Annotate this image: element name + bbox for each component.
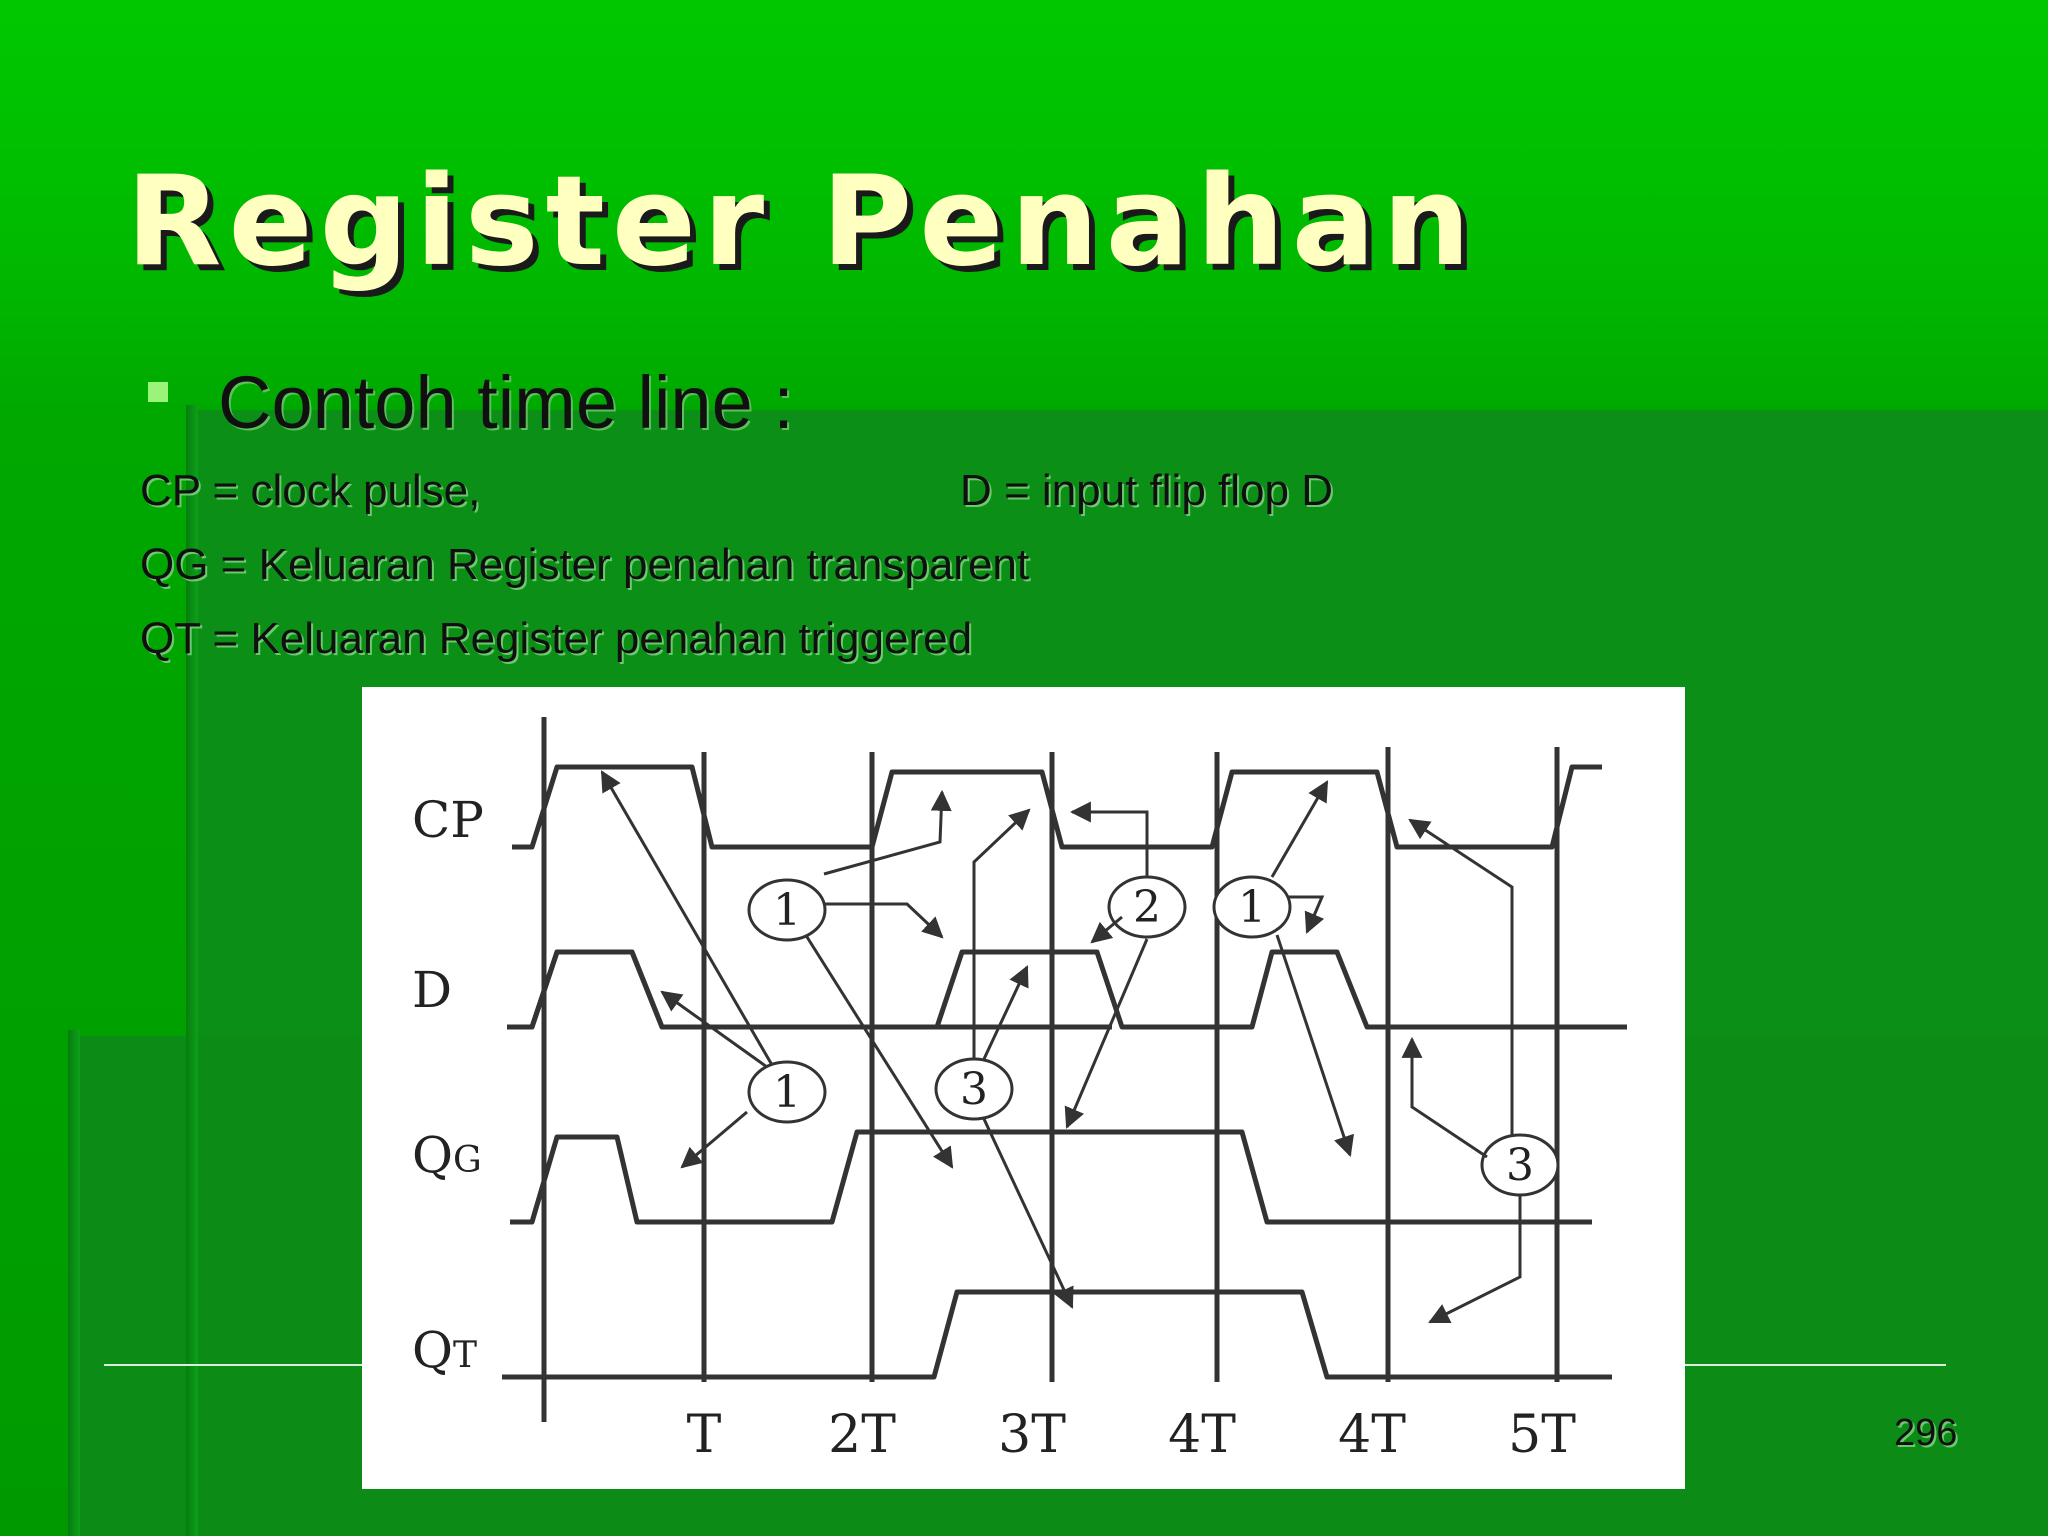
definition-qg: QG = Keluaran Register penahan transpare… [140, 540, 1030, 589]
signal-label-qg: QG [412, 1126, 482, 1184]
definition-d: D = input flip flop D [960, 466, 1333, 515]
badge-node: 1 [747, 878, 827, 942]
waveform-d-a [507, 949, 1112, 1030]
badge-node: 3 [934, 1057, 1014, 1121]
footer-divider-left [104, 1364, 364, 1366]
svg-text:2: 2 [1133, 882, 1161, 933]
waveform-d-final [507, 949, 907, 1030]
timing-diagram-svg: CP D QG QT [412, 717, 1627, 1465]
definition-qt: QT = Keluaran Register penahan triggered [140, 614, 973, 663]
causality-arrows [600, 770, 1522, 1324]
badge-node: 2 [1107, 875, 1187, 939]
badge-node: 1 [747, 1060, 827, 1124]
waveform-d-rest [907, 949, 1627, 1030]
bullet-text: Contoh time line : [218, 361, 794, 444]
signal-label-qt: QT [412, 1321, 477, 1379]
tick-label: 3T [998, 1405, 1066, 1465]
definition-cp: CP = clock pulse, [140, 466, 481, 515]
slide-title: Register Penahan [126, 150, 1478, 294]
svg-text:3: 3 [960, 1064, 988, 1115]
tick-label: T [687, 1405, 722, 1465]
svg-text:1: 1 [773, 885, 801, 936]
tick-label: 5T [1508, 1405, 1576, 1465]
decorative-stripe [68, 1030, 80, 1536]
tick-label: 2T [828, 1405, 896, 1465]
badge-node: 3 [1480, 1133, 1560, 1197]
waveform-cp [512, 764, 1602, 850]
page-number: 296 [1894, 1412, 1958, 1454]
timing-diagram: CP D QG QT [362, 687, 1685, 1489]
waveform-qt [502, 1289, 1612, 1380]
bullet-square-icon [148, 382, 168, 402]
svg-text:1: 1 [773, 1067, 801, 1118]
badge-node: 1 [1212, 875, 1292, 939]
signal-label-cp: CP [412, 791, 484, 849]
waveform-qg-full [510, 1129, 1592, 1225]
tick-label: 4T [1338, 1405, 1406, 1465]
svg-text:1: 1 [1238, 882, 1266, 933]
signal-label-d: D [412, 961, 452, 1019]
svg-text:3: 3 [1506, 1140, 1534, 1191]
decorative-stripe [186, 405, 198, 1536]
footer-divider-right [1684, 1364, 1946, 1366]
tick-label: 4T [1168, 1405, 1236, 1465]
